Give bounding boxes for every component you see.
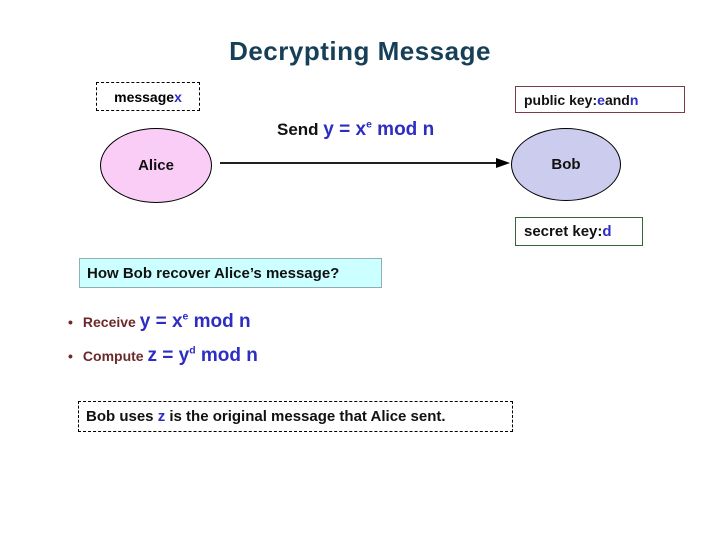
question-box: How Bob recover Alice’s message? (79, 258, 382, 288)
bullet-icon: • (68, 314, 73, 330)
public-key-var-e: e (597, 91, 605, 108)
bullet-icon: • (68, 348, 73, 364)
public-key-conjunction: and (604, 91, 630, 108)
bullet-receive: • Receive y = xe mod n (68, 311, 251, 333)
bullet-compute: • Compute z = yd mod n (68, 345, 258, 367)
conclusion-variable: z (157, 408, 166, 425)
message-variable: x (174, 88, 182, 105)
bullet-compute-formula: z = yd mod n (147, 345, 258, 366)
slide-title: Decrypting Message (229, 36, 491, 66)
message-label: message (114, 88, 175, 105)
question-text: How Bob recover Alice’s message? (87, 264, 340, 282)
conclusion-box: Bob uses z is the original message that … (78, 401, 513, 432)
arrow-alice-to-bob (220, 158, 510, 168)
bullet-receive-formula: y = xe mod n (139, 311, 251, 332)
bullet-receive-lead: Receive (82, 314, 140, 330)
arrowhead-icon (496, 158, 510, 168)
send-verb: Send (277, 120, 324, 139)
public-key-box: public key: e and n (515, 86, 685, 113)
bob-label: Bob (551, 156, 581, 173)
public-key-var-n: n (629, 91, 639, 108)
secret-key-label: secret key: (524, 223, 603, 240)
bullet-compute-lead: Compute (82, 348, 148, 364)
send-formula: y = xe mod n (323, 119, 435, 140)
alice-ellipse: Alice (100, 128, 212, 203)
message-box: message x (96, 82, 200, 111)
conclusion-pre: Bob uses (86, 408, 158, 425)
secret-key-variable: d (602, 223, 612, 240)
send-annotation: Send y = xe mod n (277, 119, 434, 141)
alice-label: Alice (138, 157, 174, 174)
public-key-label: public key: (524, 91, 598, 108)
bob-ellipse: Bob (511, 128, 621, 201)
conclusion-post: is the original message that Alice sent. (165, 408, 446, 425)
secret-key-box: secret key: d (515, 217, 643, 246)
send-exponent: e (366, 119, 372, 131)
